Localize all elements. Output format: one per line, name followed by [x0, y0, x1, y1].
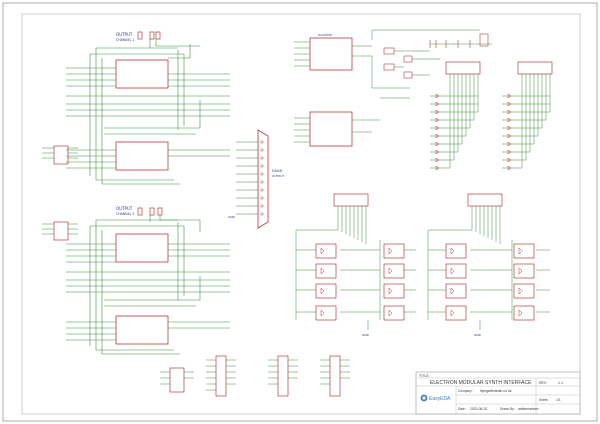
ic-u3	[115, 233, 169, 263]
company-label: Company:	[458, 389, 473, 393]
output-block-bottom: OUTPUT CHANNEL 2	[42, 206, 230, 355]
power-connector-bottom	[137, 207, 163, 216]
bottom-connectors	[160, 355, 350, 397]
date-value: 2020-06-02	[470, 407, 487, 411]
output-bottom-label: OUTPUT	[116, 206, 133, 211]
dsub-gnd-label: GND	[228, 215, 236, 219]
dsub-connector: DSUB OUTPUT GND	[228, 129, 284, 229]
opto-right-gnd: GND	[474, 333, 482, 337]
opto-block-left: GND	[295, 193, 416, 337]
ic-dac-2	[309, 111, 353, 147]
dsub-sublabel: OUTPUT	[272, 174, 284, 178]
title-label: TITLE:	[419, 374, 430, 378]
output-block-top: OUTPUT CHANNEL 1	[42, 31, 230, 185]
drawing-frame	[21, 13, 581, 415]
ic-u1	[115, 59, 169, 89]
output-top-label: OUTPUT	[116, 32, 133, 37]
wires-top-left	[66, 39, 230, 185]
ic-small-bottom	[53, 221, 69, 241]
led-array-left	[430, 61, 481, 171]
rev-label: REV:	[539, 381, 547, 385]
output-bottom-sublabel: CHANNEL 2	[116, 212, 134, 216]
output-top-sublabel: CHANNEL 1	[116, 38, 134, 42]
sheet-title: ELECTRON MODULAR SYNTH INTERFACE	[430, 380, 532, 386]
rev-value: 1.1	[558, 381, 563, 385]
power-connector-top	[137, 31, 161, 40]
title-block: TITLE: ELECTRON MODULAR SYNTH INTERFACE …	[415, 371, 581, 415]
ic-small-top	[53, 145, 69, 165]
sheet-value: 1/1	[556, 398, 561, 402]
dsub-label: DSUB	[272, 169, 282, 173]
drawn-value: waltermartinez	[518, 407, 539, 411]
drawn-label: Drawn By:	[500, 407, 515, 411]
sheet-label: Sheet:	[539, 398, 548, 402]
opto-block-right: GND	[427, 193, 550, 337]
opto-left-gnd: GND	[362, 333, 370, 337]
led-array-right	[502, 61, 553, 171]
company-value: flyingwithdeath.co.uk	[480, 389, 512, 393]
ic-u2	[115, 141, 169, 171]
ic-dac-1	[309, 37, 353, 71]
dac-block: DAC8568	[294, 29, 492, 147]
ic-dac-1-label: DAC8568	[318, 33, 332, 37]
wires-bottom-left	[66, 215, 230, 355]
easyeda-logo-text: EasyEDA	[429, 396, 451, 402]
date-label: Date:	[458, 407, 466, 411]
easyeda-logo: EasyEDA	[420, 394, 451, 402]
ic-u4	[115, 315, 169, 345]
